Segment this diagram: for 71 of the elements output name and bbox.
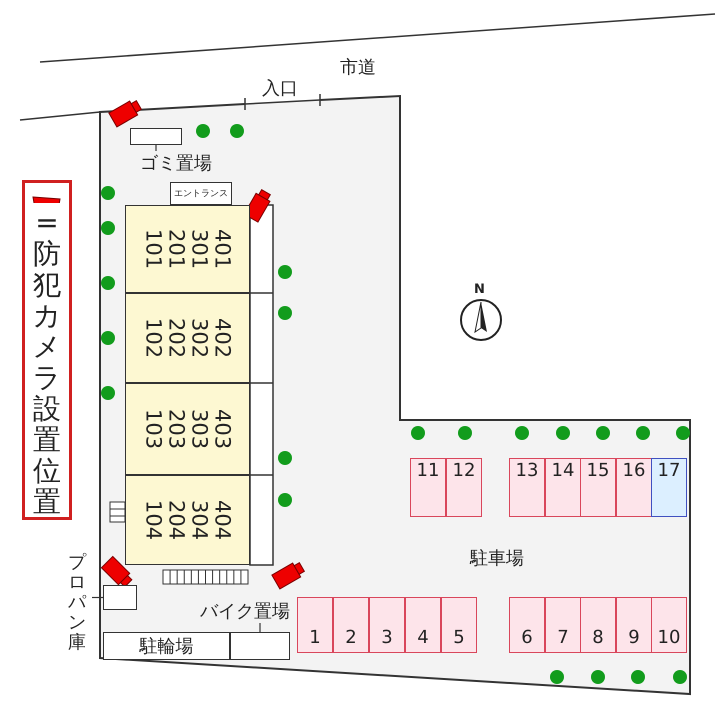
room-number: 104 <box>142 500 164 540</box>
north-label: N <box>474 282 485 297</box>
apartment-unit-block <box>125 293 250 383</box>
parking-space <box>545 458 581 517</box>
area-label: 駐車場 <box>470 547 524 570</box>
apartment-unit-block <box>125 475 250 565</box>
parking-space <box>616 458 652 517</box>
parking-space <box>441 597 477 653</box>
room-number: 403 <box>210 408 234 450</box>
room-number: 304 <box>188 500 210 540</box>
area-label: プロパン庫 <box>68 553 86 653</box>
space-number: 11 <box>416 462 440 480</box>
parking-space <box>580 597 616 653</box>
space-number: 15 <box>586 462 610 480</box>
parking-space <box>410 458 446 517</box>
room-number: 303 <box>188 408 210 450</box>
room-number: 103 <box>142 408 164 450</box>
room-number: 204 <box>164 500 188 540</box>
legend-box <box>22 180 72 520</box>
room-number: 401 <box>210 228 234 270</box>
storage-box <box>230 632 290 660</box>
road-label: 市道 <box>340 56 376 79</box>
parking-space <box>446 458 482 517</box>
parking-space <box>509 597 545 653</box>
space-number: 7 <box>557 629 569 647</box>
entrance-label: 入口 <box>262 77 298 100</box>
space-number: 6 <box>521 629 533 647</box>
area-label: 駐輪場 <box>140 635 194 658</box>
parking-space <box>297 597 333 653</box>
room-number: 402 <box>210 318 234 358</box>
room-number: 203 <box>164 408 188 450</box>
entrance-label: エントランス <box>174 188 228 200</box>
area-label: バイク置場 <box>200 600 290 623</box>
room-number: 101 <box>142 228 164 270</box>
space-number: 3 <box>381 629 393 647</box>
room-number: 404 <box>210 500 234 540</box>
space-number: 14 <box>552 462 574 480</box>
storage-box <box>130 128 182 145</box>
room-number: 102 <box>142 318 164 358</box>
space-number: 17 <box>658 462 680 480</box>
legend-text: =防犯カメラ設置位置 <box>32 207 62 517</box>
parking-space <box>580 458 616 517</box>
bicycle-parking-box <box>103 632 230 660</box>
entrance-box <box>170 182 232 205</box>
parking-space <box>333 597 369 653</box>
area-label: ゴミ置場 <box>140 152 212 175</box>
space-number: 16 <box>622 462 646 480</box>
storage-box <box>103 585 137 610</box>
space-number: 8 <box>592 629 604 647</box>
space-number: 1 <box>309 629 321 647</box>
space-number: 10 <box>658 629 680 647</box>
parking-space <box>369 597 405 653</box>
room-number: 301 <box>188 228 210 270</box>
space-number: 9 <box>628 629 640 647</box>
room-number: 202 <box>164 318 188 358</box>
parking-space <box>545 597 581 653</box>
apartment-unit-block <box>125 205 250 293</box>
parking-space <box>651 458 687 517</box>
parking-space <box>616 597 652 653</box>
space-number: 13 <box>516 462 538 480</box>
space-number: 2 <box>345 629 357 647</box>
parking-space <box>509 458 545 517</box>
apartment-unit-block <box>125 383 250 475</box>
parking-space <box>651 597 687 653</box>
space-number: 5 <box>453 629 465 647</box>
space-number: 4 <box>417 629 429 647</box>
leader-line <box>92 596 103 598</box>
room-number: 302 <box>188 318 210 358</box>
room-number: 201 <box>164 228 188 270</box>
space-number: 12 <box>452 462 476 480</box>
parking-space <box>405 597 441 653</box>
